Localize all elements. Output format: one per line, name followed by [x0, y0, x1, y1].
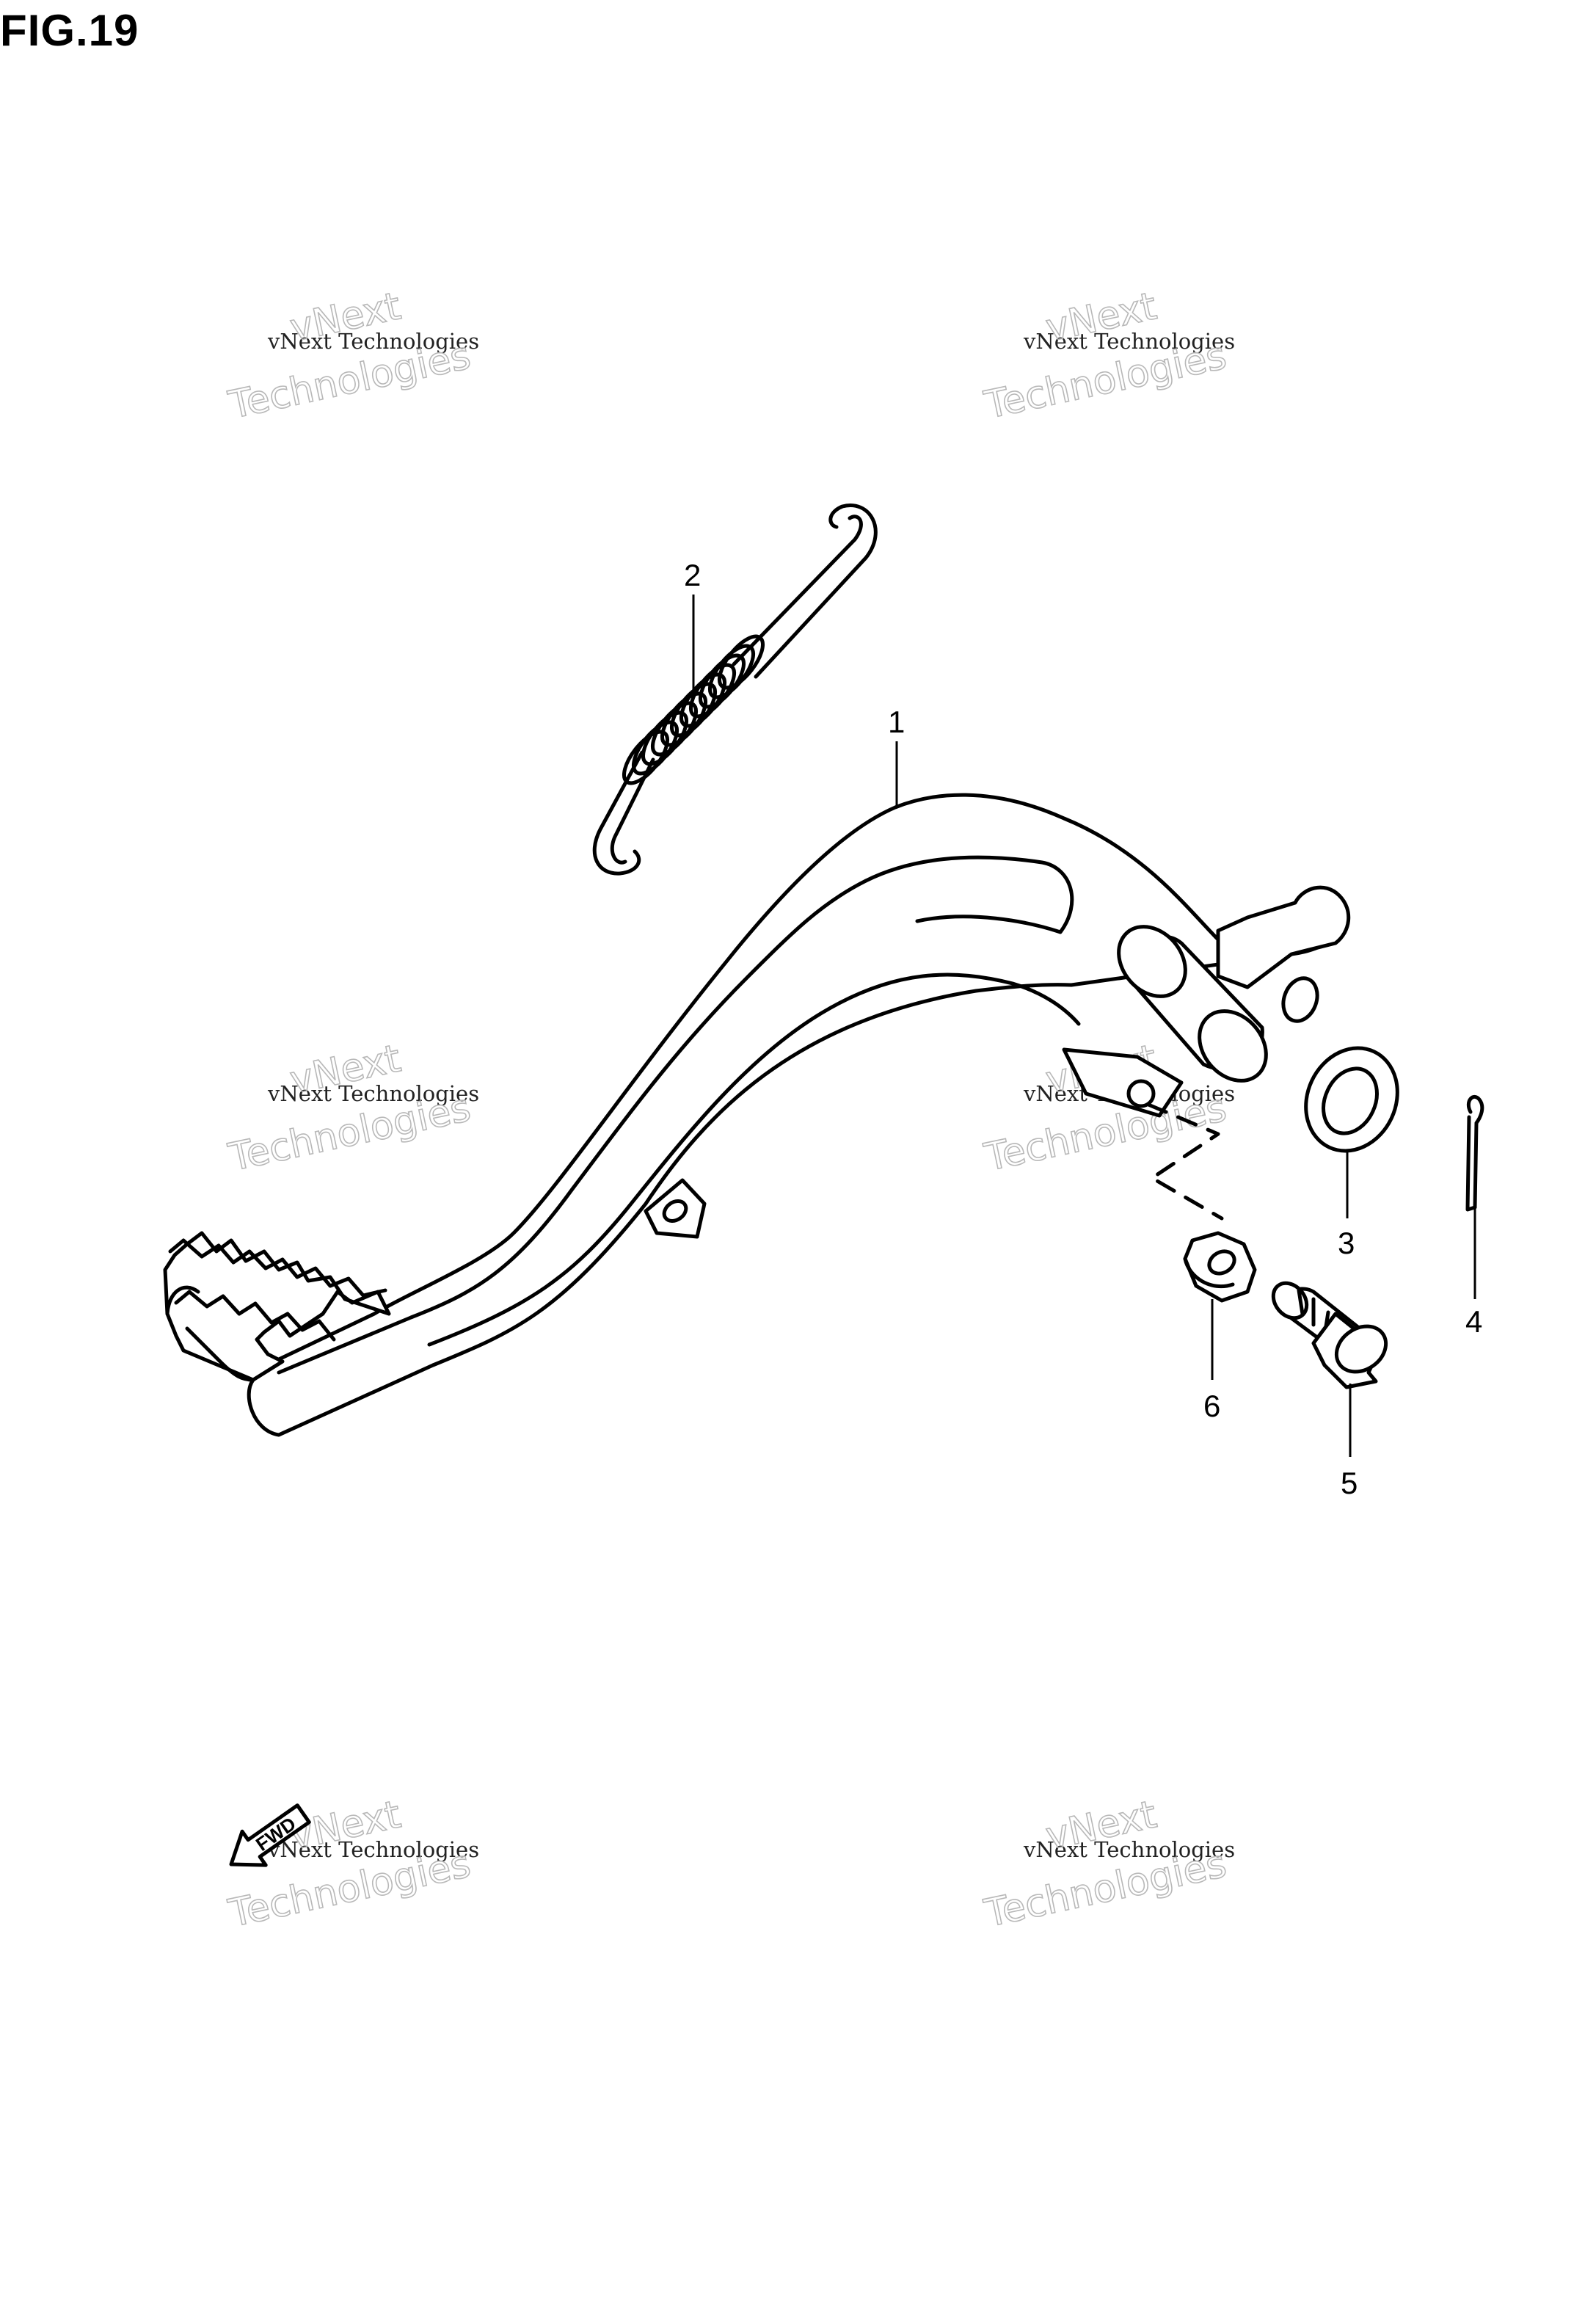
watermark-top-right: vNext Technologies vNext Technologies	[980, 284, 1235, 429]
watermark-text: vNext Technologies	[1023, 1837, 1235, 1862]
brake-pedal	[163, 793, 1351, 1437]
callout-3: 3	[1338, 1226, 1355, 1260]
callout-6: 6	[1203, 1389, 1220, 1423]
assembly-line	[1146, 1102, 1224, 1221]
watermark-mid-left: vNext Technologies vNext Technologies	[224, 1036, 479, 1181]
washer	[1304, 1046, 1399, 1153]
figure-title: FIG.19	[0, 6, 139, 55]
callout-4: 4	[1465, 1304, 1482, 1339]
return-spring	[592, 504, 878, 876]
callout-5: 5	[1341, 1466, 1358, 1500]
watermark-text: vNext Technologies	[267, 1837, 479, 1862]
leader-lines	[692, 595, 1476, 1457]
callout-1: 1	[888, 705, 905, 739]
arrow-left-icon	[229, 1803, 311, 1867]
callout-2: 2	[684, 558, 701, 592]
watermark-bottom-right: vNext Technologies vNext Technologies	[980, 1792, 1235, 1937]
lock-nut	[1183, 1231, 1257, 1303]
cotter-pin	[1465, 1094, 1484, 1212]
watermark-text: vNext Technologies	[267, 1081, 479, 1106]
pivot-bolt	[1271, 1281, 1388, 1389]
watermark-text: vNext Technologies	[267, 329, 479, 354]
watermark-top-left: vNext Technologies vNext Technologies	[224, 284, 479, 429]
watermark-text: vNext Technologies	[1023, 329, 1235, 354]
